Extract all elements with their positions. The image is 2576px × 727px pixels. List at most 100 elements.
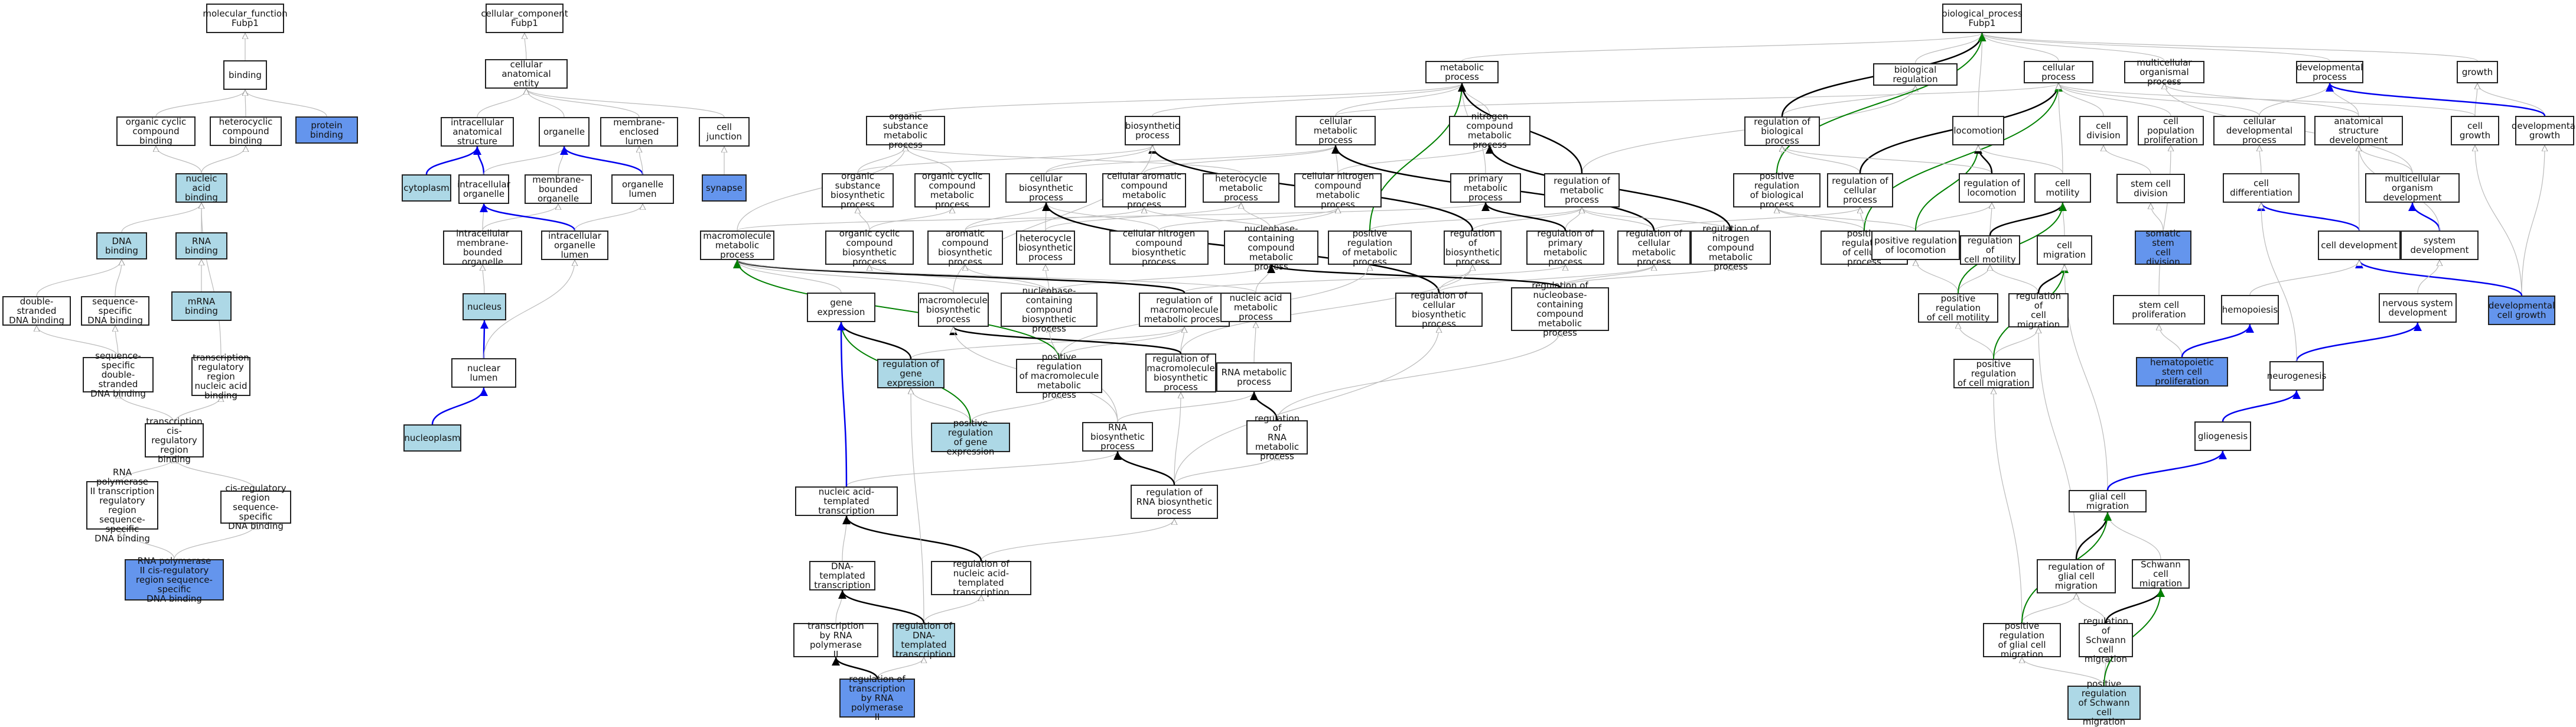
go-term-node[interactable]: regulation of Schwann cell migration xyxy=(2079,616,2133,664)
go-term-node[interactable]: membrane-enclosed lumen xyxy=(600,117,678,147)
go-term-node[interactable]: heterocycle metabolic process xyxy=(1203,173,1279,203)
go-term-node[interactable]: developmental growth xyxy=(2512,116,2576,145)
go-term-node[interactable]: nucleobase-containing compound biosynthe… xyxy=(1001,286,1098,333)
go-term-node[interactable]: regulation of nucleic acid-templated tra… xyxy=(931,559,1031,597)
go-term-node[interactable]: organic cyclic compound biosynthetic pro… xyxy=(825,229,914,267)
go-term-node[interactable]: protein binding xyxy=(295,116,358,144)
go-term-node[interactable]: biological regulation xyxy=(1873,63,1958,86)
go-term-node[interactable]: aromatic compound biosynthetic process xyxy=(927,229,1003,267)
go-term-node[interactable]: regulation of metabolic process xyxy=(1544,173,1620,207)
go-term-node[interactable]: cell migration xyxy=(2037,235,2092,265)
go-term-node[interactable]: regulation of glial cell migration xyxy=(2037,559,2116,593)
go-term-node[interactable]: membrane-bounded organelle xyxy=(525,174,592,204)
go-term-node[interactable]: nucleoplasm xyxy=(403,424,461,452)
go-term-node[interactable]: nucleic acid metabolic process xyxy=(1220,293,1291,322)
go-term-node[interactable]: transcription by RNA polymerase II xyxy=(793,621,878,659)
go-term-node[interactable]: nucleic acid binding xyxy=(175,173,227,203)
go-term-node[interactable]: regulation of macromolecule biosynthetic… xyxy=(1145,353,1216,392)
go-term-node[interactable]: multicellular organismal process xyxy=(2124,58,2204,86)
go-term-node[interactable]: heterocycle biosynthetic process xyxy=(1016,231,1075,265)
go-term-node[interactable]: positive regulation of cell migration xyxy=(1953,359,2034,388)
go-term-node[interactable]: glial cell migration xyxy=(2069,490,2147,512)
go-term-node[interactable]: regulation of biosynthetic process xyxy=(1444,229,1502,267)
go-term-node[interactable]: sequence-specific double-stranded DNA bi… xyxy=(83,351,154,398)
go-term-node[interactable]: cis-regulatory region sequence-specific … xyxy=(220,483,291,531)
go-term-node[interactable]: DNA-templated transcription xyxy=(809,561,875,590)
go-term-node[interactable]: RNA biosynthetic process xyxy=(1082,422,1153,452)
go-term-node[interactable]: positive regulation of macromolecule met… xyxy=(1016,352,1102,400)
go-term-node[interactable]: regulation of RNA biosynthetic process xyxy=(1131,485,1218,519)
go-term-node[interactable]: RNA polymerase II cis-regulatory region … xyxy=(125,556,224,603)
go-term-node[interactable]: positive regulation of metabolic process xyxy=(1328,229,1412,267)
go-term-node[interactable]: hematopoietic stem cell proliferation xyxy=(2136,357,2228,387)
go-term-node[interactable]: positive regulation of cell motility xyxy=(1918,293,1998,323)
go-term-node[interactable]: cellular biosynthetic process xyxy=(1005,173,1087,203)
go-term-node[interactable]: heterocyclic compound binding xyxy=(210,116,282,146)
go-term-node[interactable]: DNA binding xyxy=(96,232,147,259)
go-term-node[interactable]: cellular nitrogen compound metabolic pro… xyxy=(1294,171,1382,209)
go-term-node[interactable]: regulation of cellular biosynthetic proc… xyxy=(1395,291,1483,329)
go-term-node[interactable]: cell population proliferation xyxy=(2138,116,2204,145)
go-term-node[interactable]: locomotion xyxy=(1952,116,2004,145)
go-term-node[interactable]: organic cyclic compound metabolic proces… xyxy=(914,171,990,209)
go-term-node[interactable]: double-stranded DNA binding xyxy=(2,296,71,326)
go-term-node[interactable]: cellular metabolic process xyxy=(1295,116,1376,145)
go-term-node[interactable]: positive regulation of locomotion xyxy=(1871,231,1960,260)
go-term-node[interactable]: RNA binding xyxy=(175,232,227,259)
go-term-node[interactable]: nucleobase-containing compound metabolic… xyxy=(1224,224,1318,271)
go-term-node[interactable]: sequence-specific DNA binding xyxy=(81,296,149,326)
go-term-node[interactable]: cellular aromatic compound metabolic pro… xyxy=(1102,171,1186,209)
go-term-node[interactable]: molecular_function Fubp1 xyxy=(203,4,288,33)
go-term-node[interactable]: stem cell division xyxy=(2116,174,2185,203)
go-term-node[interactable]: mRNA binding xyxy=(171,291,232,321)
go-term-node[interactable]: regulation of RNA metabolic process xyxy=(1246,414,1308,461)
go-term-node[interactable]: macromolecule biosynthetic process xyxy=(918,293,989,327)
go-term-node[interactable]: transcription regulatory region nucleic … xyxy=(191,353,250,400)
go-term-node[interactable]: stem cell proliferation xyxy=(2113,295,2205,324)
go-term-node[interactable]: cellular process xyxy=(2024,61,2093,83)
go-term-node[interactable]: intracellular organelle lumen xyxy=(541,231,608,260)
go-term-node[interactable]: cytoplasm xyxy=(402,174,451,202)
go-term-node[interactable]: regulation of transcription by RNA polym… xyxy=(839,674,915,722)
go-term-node[interactable]: positive regulation of glial cell migrat… xyxy=(1983,621,2061,659)
go-term-node[interactable]: nucleic acid-templated transcription xyxy=(795,486,898,516)
go-term-node[interactable]: somatic stem cell division xyxy=(2135,229,2191,267)
go-term-node[interactable]: biosynthetic process xyxy=(1125,116,1180,145)
go-term-node[interactable]: regulation of gene expression xyxy=(877,359,945,388)
go-term-node[interactable]: organelle xyxy=(539,117,590,147)
go-term-node[interactable]: cell differentiation xyxy=(2223,173,2300,203)
go-term-node[interactable]: regulation of macromolecule metabolic pr… xyxy=(1139,293,1230,327)
go-term-node[interactable]: organelle lumen xyxy=(611,174,674,204)
go-term-node[interactable]: nucleus xyxy=(463,293,506,320)
go-term-node[interactable]: regulation of nitrogen compound metaboli… xyxy=(1691,224,1771,271)
go-term-node[interactable]: cellular_component Fubp1 xyxy=(481,4,568,33)
go-term-node[interactable]: regulation of nucleobase-containing comp… xyxy=(1511,281,1609,337)
go-term-node[interactable]: RNA metabolic process xyxy=(1216,362,1292,392)
go-term-node[interactable]: nuclear lumen xyxy=(451,358,516,388)
go-term-node[interactable]: developmental process xyxy=(2296,61,2363,83)
go-term-node[interactable]: regulation of locomotion xyxy=(1959,173,2025,203)
go-term-node[interactable]: intracellular membrane-bounded organelle xyxy=(443,229,522,267)
go-term-node[interactable]: organic substance biosynthetic process xyxy=(822,171,894,209)
go-term-node[interactable]: nervous system development xyxy=(2379,293,2457,323)
go-term-node[interactable]: cell growth xyxy=(2451,116,2499,145)
go-term-node[interactable]: system development xyxy=(2401,231,2479,260)
go-term-node[interactable]: intracellular organelle xyxy=(457,174,510,204)
go-term-node[interactable]: regulation of cellular process xyxy=(1827,173,1893,207)
go-term-node[interactable]: positive regulation of biological proces… xyxy=(1733,171,1821,209)
go-term-node[interactable]: biological_process Fubp1 xyxy=(1942,4,2023,33)
go-term-node[interactable]: regulation of cell motility xyxy=(1960,235,2020,265)
go-term-node[interactable]: intracellular anatomical structure xyxy=(441,117,514,147)
go-term-node[interactable]: transcription cis-regulatory region bind… xyxy=(145,417,204,464)
go-term-node[interactable]: binding xyxy=(223,60,267,90)
go-term-node[interactable]: cellular nitrogen compound biosynthetic … xyxy=(1109,229,1209,267)
go-term-node[interactable]: cellular developmental process xyxy=(2213,116,2305,145)
go-term-node[interactable]: cell development xyxy=(2318,231,2401,260)
go-term-node[interactable]: regulation of primary metabolic process xyxy=(1526,229,1604,267)
go-term-node[interactable]: cellular anatomical entity xyxy=(485,59,568,89)
go-term-node[interactable]: cell motility xyxy=(2034,173,2091,203)
go-term-node[interactable]: organic cyclic compound binding xyxy=(116,116,196,146)
go-term-node[interactable]: gliogenesis xyxy=(2194,421,2251,451)
go-term-node[interactable]: growth xyxy=(2457,61,2498,83)
go-term-node[interactable]: primary metabolic process xyxy=(1450,173,1521,203)
